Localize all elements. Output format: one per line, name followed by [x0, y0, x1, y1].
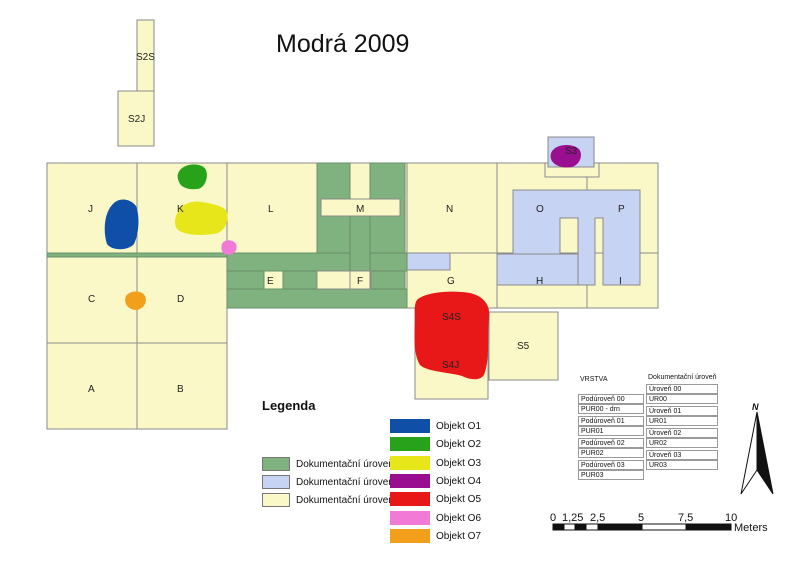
grid-label-p: P	[618, 204, 625, 215]
grid-label-s3: S3	[565, 146, 578, 157]
legend-objekt-o7-label: Objekt O7	[436, 530, 482, 542]
grid-label-s2s: S2S	[136, 52, 155, 63]
scale-unit-label: Meters	[734, 522, 768, 534]
grid-label-b: B	[177, 384, 184, 395]
grid-label-g: G	[447, 276, 455, 287]
layers-table-cell: Podúroveň 01	[578, 416, 644, 426]
legend-level-03-label: Dokumentační úroveň 03	[296, 494, 408, 506]
grid-label-f: F	[357, 276, 363, 287]
layers-table-cell: UR01	[646, 416, 718, 426]
grid-label-k: K	[177, 204, 184, 215]
legend-objekt-o7: Objekt O7	[390, 529, 481, 543]
legend-objekt-o1-swatch	[390, 419, 430, 433]
legend-level-01-swatch	[262, 457, 290, 471]
grid-label-o: O	[536, 204, 544, 215]
scale-tick-label: 5	[638, 512, 645, 524]
legend-objekt-o3-label: Objekt O3	[436, 457, 482, 469]
legend-objekt-o7-swatch	[390, 529, 430, 543]
grid-label-d: D	[177, 294, 184, 305]
scale-tick-label: 2,5	[590, 512, 606, 524]
objekt-o3-shape	[174, 201, 228, 235]
scale-tick-label: 10	[725, 512, 738, 524]
grid-label-e: E	[267, 276, 274, 287]
objekt-o1-shape	[104, 199, 139, 250]
legend-objekt-o6-swatch	[390, 511, 430, 525]
legend-objekt-o3: Objekt O3	[390, 456, 481, 470]
legend-objekt-o2-label: Objekt O2	[436, 438, 482, 450]
objekt-o4-shape	[550, 144, 581, 168]
legend-level-03-swatch	[262, 493, 290, 507]
layers-table-cell: Úroveň 03	[646, 450, 718, 460]
layers-table-cell: PUR01	[578, 426, 644, 436]
grid-label-j: J	[88, 204, 93, 215]
layers-table-cell: Podúroveň 00	[578, 394, 644, 404]
layers-table-col2-header: Dokumentační úroveň	[648, 374, 717, 381]
grid-label-a: A	[88, 384, 95, 395]
grid-label-m: M	[356, 204, 364, 215]
legend-objekt-o3-swatch	[390, 456, 430, 470]
layers-table-cell: Úroveň 01	[646, 406, 718, 416]
legend-objekt-o5: Objekt O5	[390, 492, 481, 506]
legend-level-03: Dokumentační úroveň 03	[262, 493, 408, 507]
legend-objekt-o1: Objekt O1	[390, 419, 481, 433]
layers-table-cell: UR03	[646, 460, 718, 470]
legend-level-01-label: Dokumentační úroveň 01	[296, 458, 408, 470]
grid-label-h: H	[536, 276, 543, 287]
grid-label-s5: S5	[517, 341, 530, 352]
layers-table-cell: PUR02	[578, 448, 644, 458]
legend-level-02-label: Dokumentační úroveň 02	[296, 476, 408, 488]
north-label: N	[752, 402, 759, 412]
map-title: Modrá 2009	[276, 30, 410, 58]
legend-title: Legenda	[262, 398, 316, 413]
grid-label-c: C	[88, 294, 95, 305]
scale-bar	[552, 523, 732, 531]
legend-level-02: Dokumentační úroveň 02	[262, 475, 408, 489]
layers-table-cell: UR02	[646, 438, 718, 448]
grid-label-s4j: S4J	[442, 360, 459, 371]
legend-level-01: Dokumentační úroveň 01	[262, 457, 408, 471]
objekt-o5-shape	[414, 291, 490, 380]
grid-label-l: L	[268, 204, 274, 215]
level-03-gaps	[316, 198, 401, 290]
grid-labels: J K L M N O P C D E F G H I A B S2S S2J …	[88, 52, 625, 395]
layers-table-cell: PUR03	[578, 470, 644, 480]
legend-objekt-o4-swatch	[390, 474, 430, 488]
layers-table-cell: Podúroveň 02	[578, 438, 644, 448]
objekt-o7-shape	[125, 291, 146, 310]
legend-objekt-o4: Objekt O4	[390, 474, 481, 488]
objekt-o2-shape	[177, 164, 207, 190]
legend-level-02-swatch	[262, 475, 290, 489]
legend-objekt-o2-swatch	[390, 437, 430, 451]
legend-objekt-o2: Objekt O2	[390, 437, 481, 451]
layers-table-col1-header: VRSTVA	[580, 376, 608, 383]
grid-label-s2j: S2J	[128, 114, 145, 125]
grid-label-s4s: S4S	[442, 312, 461, 323]
legend-objekt-o1-label: Objekt O1	[436, 420, 482, 432]
legend-objekt-o5-label: Objekt O5	[436, 493, 482, 505]
legend-objekt-o6: Objekt O6	[390, 511, 481, 525]
scale-tick-label: 0	[550, 512, 557, 524]
layers-table-cell: PUR00 - drn	[578, 404, 644, 414]
grid-label-i: I	[619, 276, 622, 287]
layers-table-cell: Podúroveň 03	[578, 460, 644, 470]
layers-table-cell: Úroveň 02	[646, 428, 718, 438]
legend-objekt-o4-label: Objekt O4	[436, 475, 482, 487]
north-arrow-icon	[740, 411, 774, 495]
legend-objekt-o5-swatch	[390, 492, 430, 506]
scale-tick-label: 7,5	[678, 512, 694, 524]
grid-label-n: N	[446, 204, 453, 215]
legend-objekt-o6-label: Objekt O6	[436, 512, 482, 524]
layers-table-cell: UR00	[646, 394, 718, 404]
scale-tick-label: 1,25	[562, 512, 584, 524]
objekt-o6-shape	[221, 240, 237, 255]
layers-table-cell: Úroveň 00	[646, 384, 718, 394]
